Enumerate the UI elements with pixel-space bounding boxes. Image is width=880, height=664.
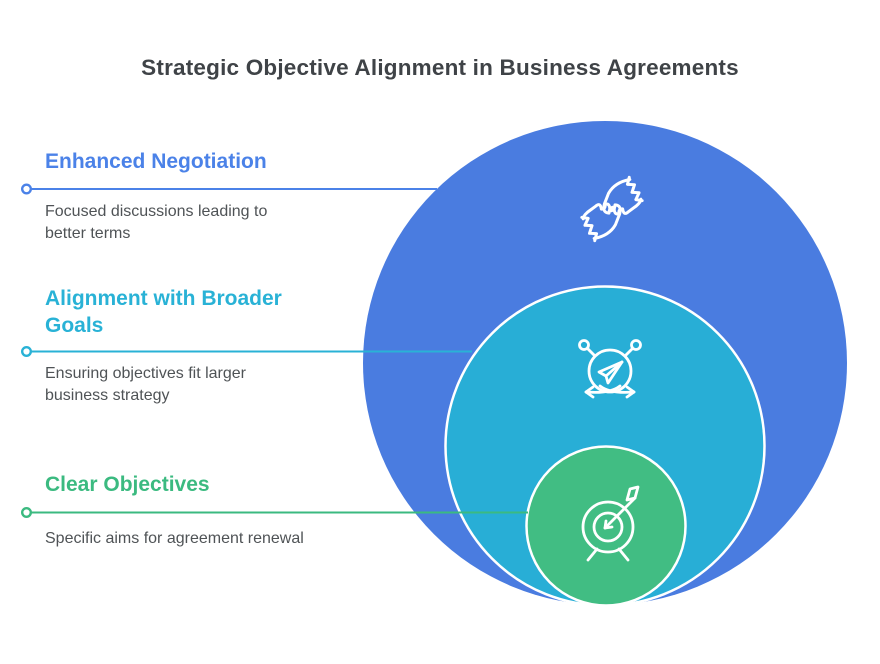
connector-dot-clear-objectives <box>21 507 33 519</box>
item-heading-clear-objectives: Clear Objectives <box>45 473 210 496</box>
item-description-clear-objectives: Specific aims for agreement renewal <box>45 530 304 547</box>
handshake-icon <box>580 175 644 243</box>
item-heading-alignment-broader-goals: Alignment with Broader Goals <box>45 287 282 337</box>
target-arrow-icon <box>581 485 640 562</box>
connector-dot-alignment-broader-goals <box>21 346 33 358</box>
item-description-enhanced-negotiation: Focused discussions leading to better te… <box>45 203 268 242</box>
direction-network-icon <box>578 339 642 399</box>
page-title: Strategic Objective Alignment in Busines… <box>141 55 739 80</box>
item-description-alignment-broader-goals: Ensuring objectives fit larger business … <box>45 365 246 404</box>
connector-dot-enhanced-negotiation <box>21 183 33 195</box>
item-heading-enhanced-negotiation: Enhanced Negotiation <box>45 150 267 173</box>
